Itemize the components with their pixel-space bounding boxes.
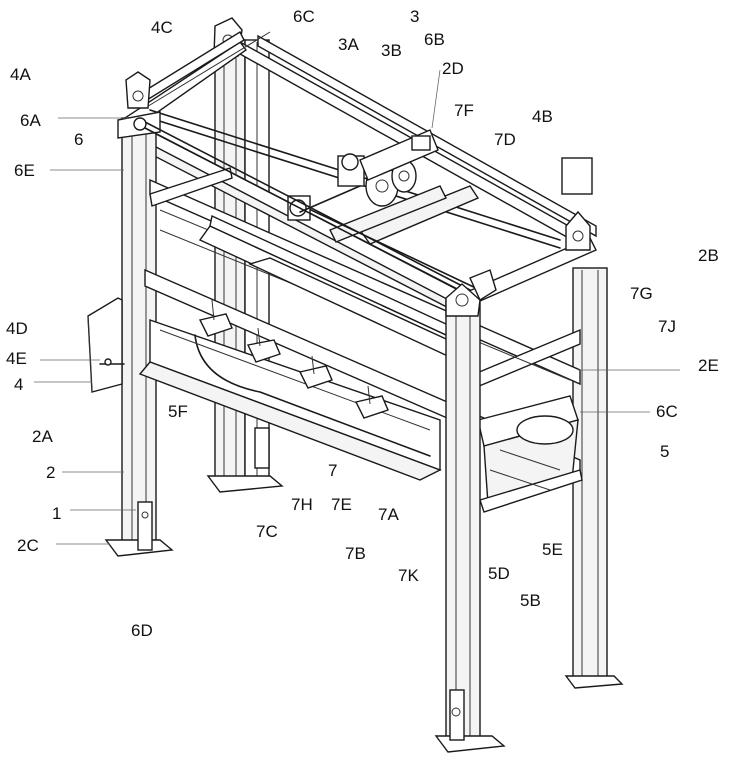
label-6A: 6A bbox=[20, 111, 41, 130]
label-2D: 2D bbox=[442, 59, 464, 78]
label-3A: 3A bbox=[338, 35, 359, 54]
label-7C: 7C bbox=[256, 522, 278, 541]
label-6C-right: 6C bbox=[656, 402, 678, 421]
label-7H: 7H bbox=[291, 495, 313, 514]
label-4E: 4E bbox=[6, 349, 27, 368]
pulley-top-right bbox=[565, 210, 591, 251]
label-2C: 2C bbox=[17, 536, 39, 555]
label-7E: 7E bbox=[331, 495, 352, 514]
label-5D: 5D bbox=[488, 564, 510, 583]
label-7K: 7K bbox=[398, 566, 419, 585]
control-box bbox=[87, 297, 125, 393]
drive-unit bbox=[287, 129, 439, 221]
label-7B: 7B bbox=[345, 544, 366, 563]
carriage bbox=[198, 185, 481, 361]
label-2: 2 bbox=[46, 463, 56, 482]
label-5E: 5E bbox=[542, 540, 563, 559]
label-6E: 6E bbox=[14, 161, 35, 180]
label-5B: 5B bbox=[520, 591, 541, 610]
label-7G: 7G bbox=[630, 284, 653, 303]
leader-lines bbox=[34, 69, 680, 545]
label-7A: 7A bbox=[378, 505, 399, 524]
label-3: 3 bbox=[410, 7, 420, 26]
label-2A: 2A bbox=[32, 427, 53, 446]
label-7J: 7J bbox=[658, 317, 676, 336]
label-2E: 2E bbox=[698, 356, 719, 375]
label-4D: 4D bbox=[6, 319, 28, 338]
post-front-right bbox=[434, 269, 506, 753]
label-3B: 3B bbox=[381, 41, 402, 60]
label-1: 1 bbox=[52, 504, 62, 523]
roller-conveyor bbox=[477, 395, 583, 513]
label-7F: 7F bbox=[454, 101, 474, 120]
label-6C-top: 6C bbox=[293, 7, 315, 26]
label-7D: 7D bbox=[494, 130, 516, 149]
label-2B: 2B bbox=[698, 246, 719, 265]
gripper-tray bbox=[138, 299, 442, 481]
label-4A: 4A bbox=[10, 65, 31, 84]
label-5F: 5F bbox=[168, 402, 188, 421]
post-far-right bbox=[561, 157, 624, 689]
label-4B: 4B bbox=[532, 107, 553, 126]
label-6: 6 bbox=[74, 130, 84, 149]
label-7: 7 bbox=[328, 461, 338, 480]
label-6D: 6D bbox=[131, 621, 153, 640]
drive-shaft bbox=[133, 117, 471, 297]
label-5: 5 bbox=[660, 442, 670, 461]
label-4: 4 bbox=[14, 375, 24, 394]
label-4C: 4C bbox=[151, 18, 173, 37]
label-6B: 6B bbox=[424, 30, 445, 49]
